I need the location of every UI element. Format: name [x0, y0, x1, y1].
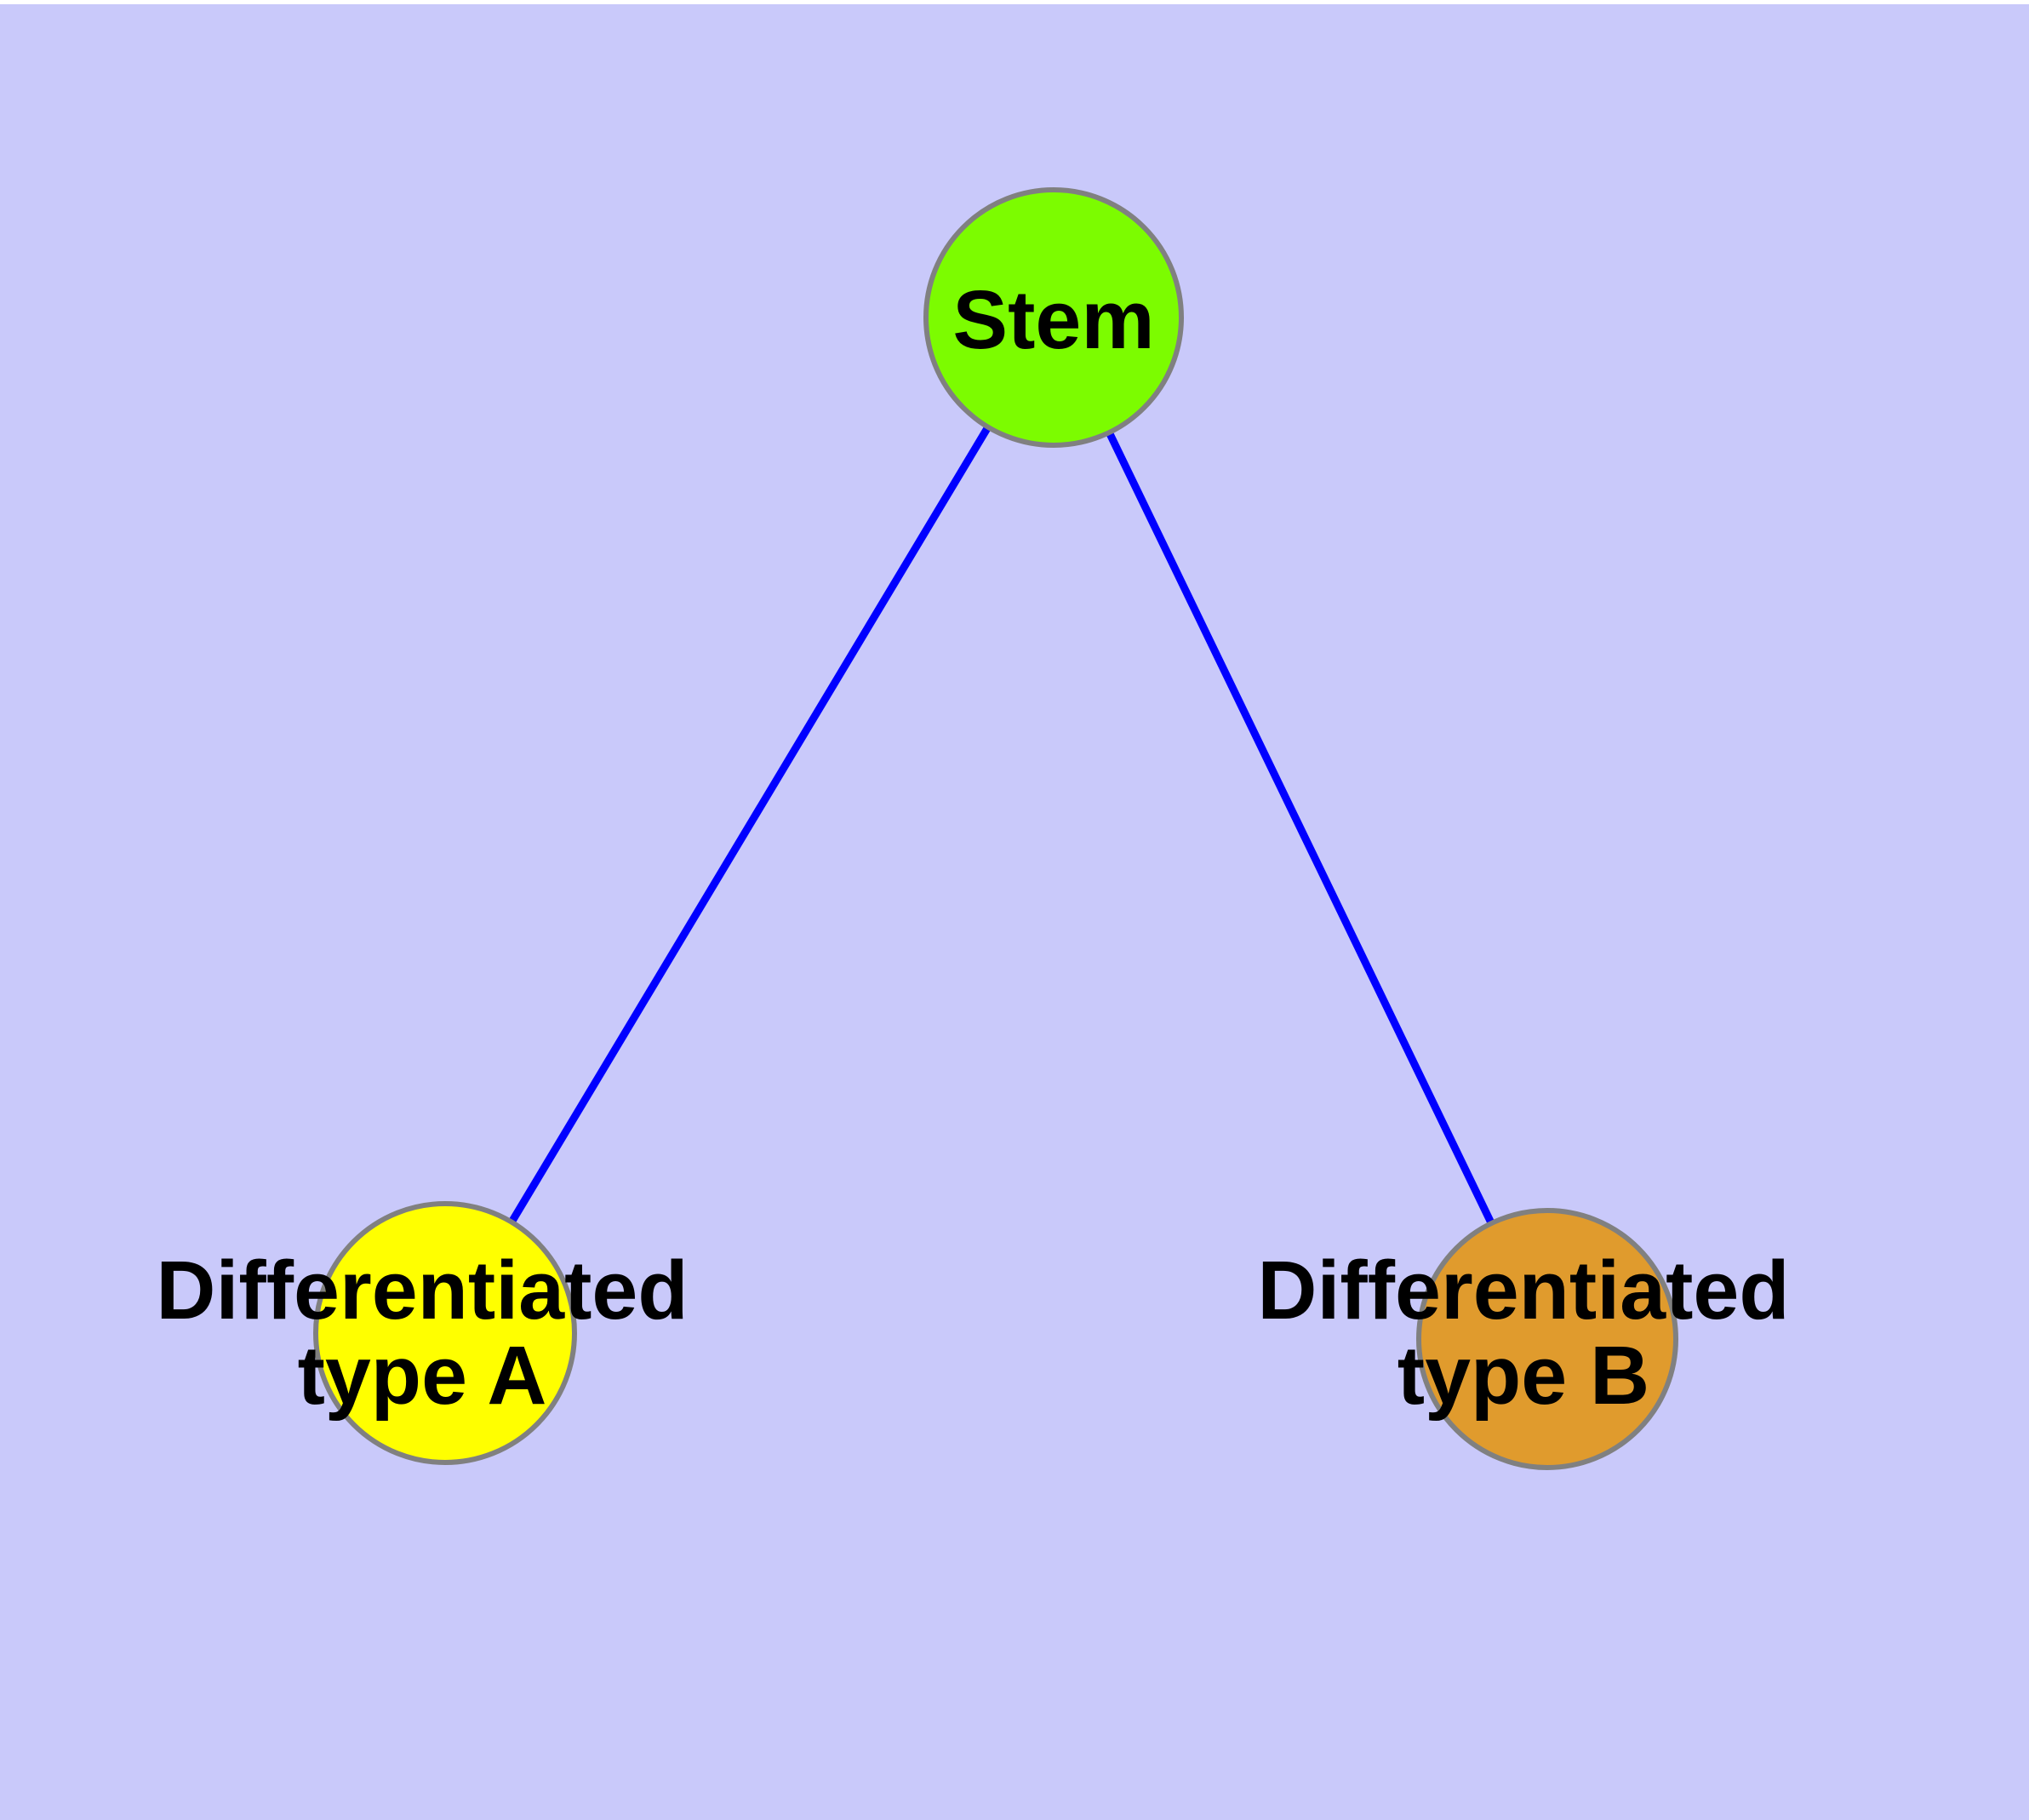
- node-label-line: Differentiated: [156, 1244, 688, 1336]
- node-circle-diff-a[interactable]: [313, 1201, 577, 1465]
- edge-stem-diff-b[interactable]: [1049, 316, 1552, 1341]
- node-label-line: type B: [1397, 1329, 1649, 1422]
- node-layer: [313, 187, 1678, 1470]
- node-circle-stem[interactable]: [923, 187, 1184, 448]
- node-label-stem: Stem: [952, 273, 1154, 366]
- node-label-line: type A: [298, 1329, 547, 1422]
- node-circle-diff-b[interactable]: [1416, 1208, 1678, 1470]
- edge-layer: [442, 315, 1552, 1341]
- node-label-line: Differentiated: [1257, 1244, 1789, 1336]
- node-label-line: Stem: [952, 273, 1154, 366]
- edge-stem-diff-a[interactable]: [442, 315, 1057, 1336]
